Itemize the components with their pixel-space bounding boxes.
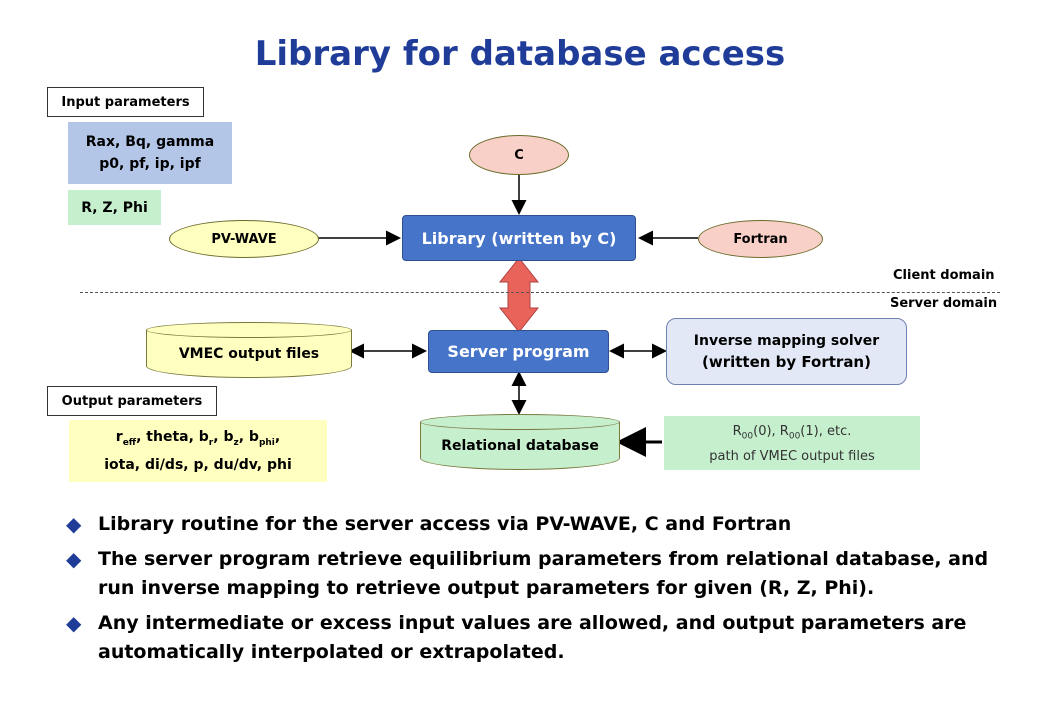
- diamond-bullet-icon: ◆: [66, 512, 82, 536]
- pvwave-label: PV-WAVE: [211, 231, 277, 247]
- bz-pre: , b: [213, 429, 234, 446]
- bullet-text: The server program retrieve equilibrium …: [98, 548, 989, 599]
- fortran-node: Fortran: [698, 220, 823, 258]
- database-label: Relational database: [441, 438, 599, 454]
- relational-database-cylinder: Relational database: [420, 414, 620, 472]
- output-params-box: reff, theta, br, bz, bphi, iota, di/ds, …: [69, 420, 327, 482]
- bullet-item: ◆ Library routine for the server access …: [66, 510, 1006, 539]
- pvwave-node: PV-WAVE: [169, 220, 319, 258]
- bphi-sub: phi: [258, 437, 275, 448]
- bphi-pre: , b: [238, 429, 259, 446]
- r-prefix: r: [115, 429, 123, 446]
- output-params-line1: reff, theta, br, bz, bphi,: [116, 426, 280, 454]
- c-language-node: C: [469, 135, 569, 175]
- bullet-text: Any intermediate or excess input values …: [98, 612, 967, 663]
- output-params-line2: iota, di/ds, p, du/dv, phi: [104, 456, 292, 473]
- r00-end: (1), etc.: [800, 424, 852, 439]
- theta-text: , theta, b: [136, 429, 209, 446]
- line1-tail: ,: [274, 429, 281, 446]
- client-domain-label: Client domain: [893, 268, 995, 283]
- client-server-double-arrow: [498, 257, 540, 333]
- input-params-line2: p0, pf, ip, ipf: [99, 156, 201, 172]
- input-params-box: Rax, Bq, gamma p0, pf, ip, ipf: [68, 122, 232, 184]
- r-sub: eff: [122, 437, 137, 448]
- br-sub: r: [208, 437, 214, 448]
- server-program-box: Server program: [428, 330, 609, 373]
- db-input-line2: path of VMEC output files: [709, 448, 875, 464]
- bullet-text: Library routine for the server access vi…: [98, 513, 792, 535]
- fortran-label: Fortran: [733, 231, 788, 247]
- rzphi-box: R, Z, Phi: [68, 190, 161, 225]
- domain-divider: [80, 292, 1000, 293]
- server-label: Server program: [447, 342, 590, 361]
- bullet-list: ◆ Library routine for the server access …: [66, 510, 1006, 673]
- input-params-line1: Rax, Bq, gamma: [85, 134, 215, 150]
- r00-a-sub: 00: [741, 431, 754, 442]
- library-box: Library (written by C): [402, 215, 636, 261]
- solver-line1: Inverse mapping solver: [693, 332, 880, 349]
- inverse-mapping-solver: Inverse mapping solver (written by Fortr…: [666, 318, 907, 385]
- bz-sub: z: [233, 437, 239, 448]
- solver-line2: (written by Fortran): [702, 352, 871, 371]
- r00-b-sub: 00: [788, 431, 801, 442]
- page-title: Library for database access: [254, 34, 786, 74]
- server-domain-label: Server domain: [890, 296, 998, 311]
- rzphi-label: R, Z, Phi: [81, 199, 148, 216]
- bullet-item: ◆ The server program retrieve equilibriu…: [66, 545, 1006, 603]
- bullet-item: ◆ Any intermediate or excess input value…: [66, 609, 1006, 667]
- output-parameters-label: Output parameters: [47, 386, 217, 416]
- input-parameters-label: Input parameters: [47, 87, 204, 117]
- r00-mid: (0), R: [753, 424, 789, 439]
- vmec-label: VMEC output files: [178, 346, 320, 362]
- c-label: C: [514, 147, 524, 163]
- db-input-line1: R00(0), R00(1), etc.: [664, 422, 920, 447]
- diamond-bullet-icon: ◆: [66, 611, 82, 635]
- vmec-output-cylinder: VMEC output files: [146, 322, 352, 380]
- diamond-bullet-icon: ◆: [66, 547, 82, 571]
- library-label: Library (written by C): [421, 228, 617, 248]
- database-input-box: R00(0), R00(1), etc. path of VMEC output…: [664, 416, 920, 470]
- r00-a: R: [732, 424, 742, 439]
